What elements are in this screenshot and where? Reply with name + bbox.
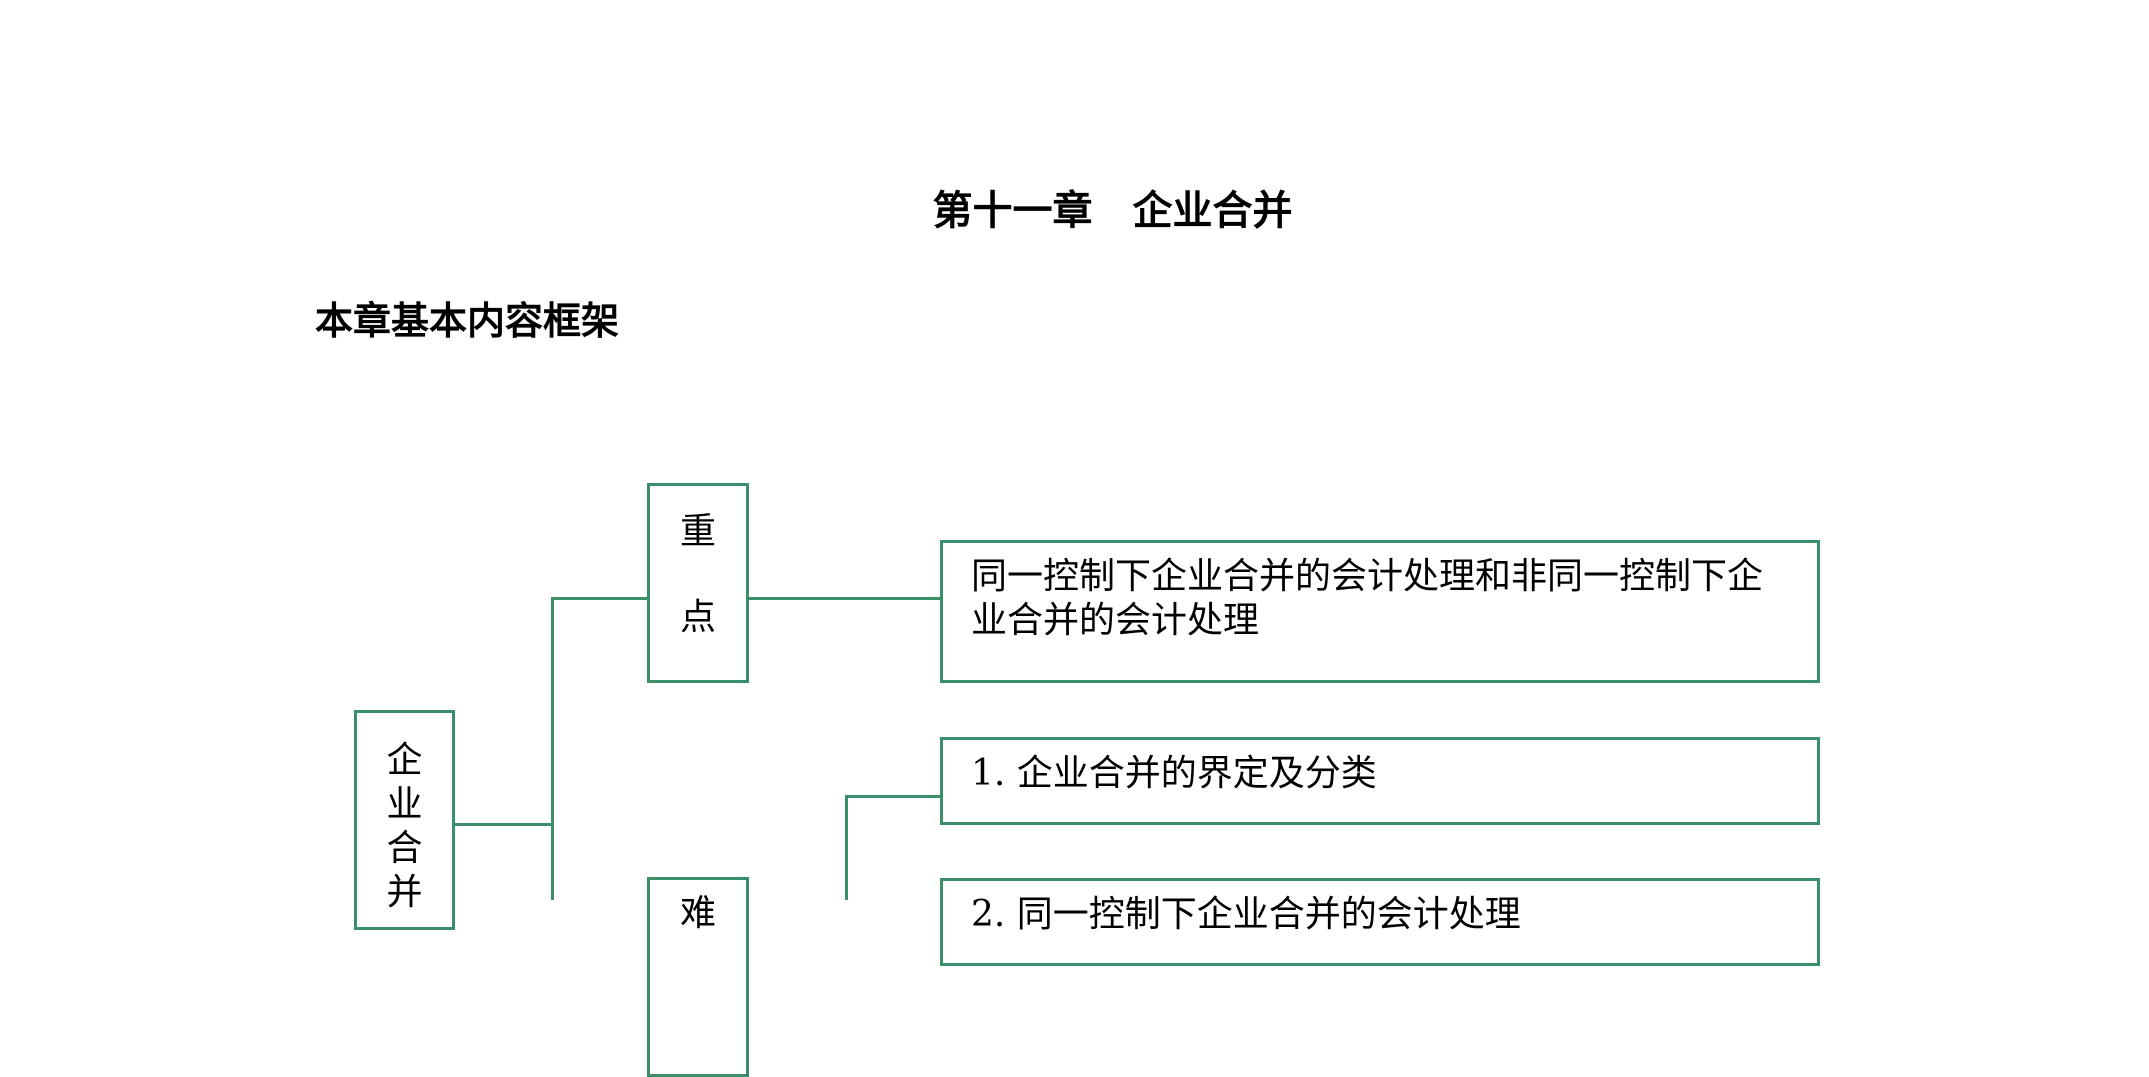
connector-branch-vertical <box>845 795 848 900</box>
connector-trunk-to-key <box>551 597 650 600</box>
root-node-char: 合 <box>386 828 423 869</box>
root-node-char: 并 <box>386 872 423 913</box>
connector-key-to-text <box>748 597 942 600</box>
key-points-char: 点 <box>679 597 716 638</box>
connector-trunk-vertical <box>551 597 554 900</box>
content-item-2: 2. 同一控制下企业合并的会计处理 <box>940 878 1820 966</box>
connector-root-to-trunk <box>453 823 553 826</box>
connector-branch-to-item1 <box>845 795 942 798</box>
key-points-text: 同一控制下企业合并的会计处理和非同一控制下企业合并的会计处理 <box>971 556 1764 641</box>
content-item-1-text: 1. 企业合并的界定及分类 <box>971 753 1377 794</box>
key-points-text-box: 同一控制下企业合并的会计处理和非同一控制下企业合并的会计处理 <box>940 540 1820 683</box>
key-points-node: 重 点 <box>647 483 749 683</box>
content-item-2-text: 2. 同一控制下企业合并的会计处理 <box>971 894 1521 935</box>
section-heading: 本章基本内容框架 <box>315 298 620 343</box>
root-node-char: 企 <box>386 740 423 781</box>
root-node: 企 业 合 并 <box>354 710 455 930</box>
key-points-char: 重 <box>679 511 716 552</box>
root-node-char: 业 <box>386 784 423 825</box>
difficulty-char: 难 <box>679 893 716 934</box>
difficulty-node: 难 <box>647 877 749 1077</box>
document-title: 第十一章 企业合并 <box>932 187 1293 234</box>
content-item-1: 1. 企业合并的界定及分类 <box>940 737 1820 825</box>
